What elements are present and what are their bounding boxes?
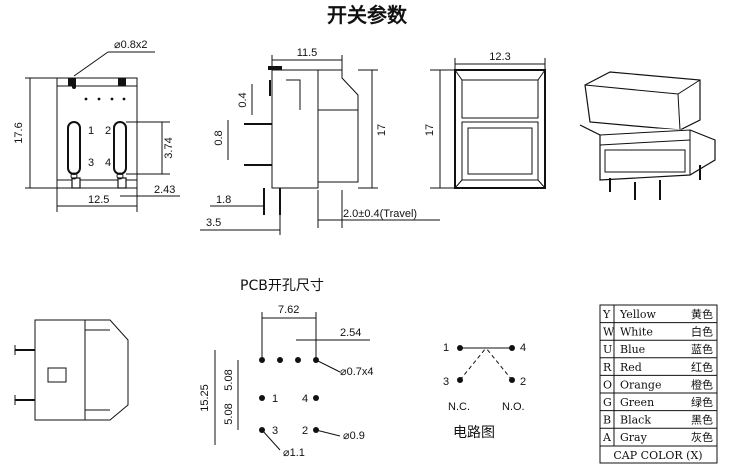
color-name-cn: 黑色: [691, 413, 713, 427]
color-name-cn: 红色: [691, 360, 713, 374]
pcb-h-total: 15.25: [199, 384, 211, 412]
side-width-dim: 11.5: [297, 47, 318, 59]
pin-3-label: 3: [88, 157, 94, 169]
cap-color-footer: CAP COLOR (X): [613, 449, 702, 462]
side-d1-dim: 0.4: [237, 92, 249, 107]
side-d4-dim: 3.5: [206, 217, 221, 229]
color-name-en: White: [620, 326, 653, 339]
color-name-en: Gray: [620, 431, 648, 444]
color-code: B: [603, 414, 611, 427]
pcb-h1: 5.08: [223, 369, 235, 390]
circuit-pin-2: 2: [520, 376, 526, 388]
width-dim: 12.5: [88, 194, 109, 206]
color-code: W: [603, 326, 615, 339]
side-height-dim: 17: [376, 124, 388, 136]
color-name-en: Orange: [620, 378, 661, 391]
pcb-hole4-dim: ⌀0.7x4: [340, 366, 374, 378]
height-dim: 17.6: [13, 122, 25, 143]
circuit-pin-1: 1: [443, 342, 449, 354]
pcb-view: 7.62 2.54 ⌀0.7x4 1 4 3 2 ⌀0.9 ⌀1.1 15.25…: [199, 304, 374, 459]
pin-1-label: 1: [88, 125, 94, 137]
cap-view: 12.3 17: [424, 51, 546, 189]
color-name-cn: 黄色: [691, 307, 713, 321]
cap-outer: [454, 69, 546, 189]
page-title: 开关参数: [327, 3, 408, 27]
circuit-diagram: 1 4 3 2 N.C. N.O. 电路图: [443, 342, 526, 441]
travel-dim: 2.0±0.4(Travel): [343, 208, 417, 220]
front-view: 1 2 3 4 ⌀0.8x2 17.6 3.74 12.5 2.43: [13, 39, 180, 212]
bottom-side-view: [14, 319, 129, 421]
iso-view: [579, 71, 716, 200]
cap-width-dim: 12.3: [489, 51, 510, 63]
side-view: 11.5 0.4 0.8 17 1.8 3.5 2.0±0.4(Travel): [200, 47, 440, 235]
color-name-cn: 白色: [691, 325, 713, 339]
color-code: A: [602, 431, 612, 444]
pcb-pin-1: 1: [272, 393, 278, 405]
circuit-no: N.O.: [502, 401, 525, 413]
circuit-nc: N.C.: [448, 401, 470, 413]
color-code: G: [603, 396, 612, 409]
color-name-cn: 灰色: [691, 430, 713, 444]
pcb-hole2-dim: ⌀0.9: [343, 430, 365, 442]
pitch-v-dim: 3.74: [163, 137, 175, 158]
pcb-pin-4: 4: [302, 393, 308, 405]
color-code: R: [603, 361, 612, 374]
offset-dim: 2.43: [154, 184, 175, 196]
side-body: [271, 69, 319, 189]
cap-height-dim: 17: [424, 124, 436, 136]
circuit-pin-4: 4: [520, 342, 526, 354]
color-name-en: Green: [620, 396, 654, 409]
slot-right: [113, 121, 127, 175]
pcb-hole1-dim: ⌀1.1: [283, 447, 305, 459]
hole-dim: ⌀0.8x2: [114, 39, 148, 51]
pin-4-label: 4: [105, 157, 111, 169]
front-body: [56, 77, 138, 189]
pcb-title: PCB开孔尺寸: [240, 278, 324, 294]
pin-2-label: 2: [105, 125, 111, 137]
color-name-en: Black: [620, 414, 651, 427]
circuit-title: 电路图: [453, 425, 495, 441]
slot-left: [67, 121, 81, 175]
pcb-d2-dim: 2.54: [340, 327, 361, 339]
color-name-en: Yellow: [619, 308, 656, 321]
color-code: Y: [602, 308, 611, 321]
color-name-cn: 绿色: [691, 395, 713, 409]
circuit-pin-3: 3: [443, 376, 449, 388]
color-code: O: [603, 378, 612, 391]
color-name-cn: 橙色: [691, 377, 713, 391]
color-name-en: Blue: [620, 343, 645, 356]
color-name-cn: 蓝色: [691, 342, 713, 356]
side-d3-dim: 1.8: [216, 194, 231, 206]
pcb-d1-dim: 7.62: [278, 304, 299, 316]
pcb-pin-2: 2: [302, 425, 308, 437]
color-code: U: [603, 343, 612, 356]
side-d2-dim: 0.8: [213, 130, 225, 145]
pcb-pin-3: 3: [272, 425, 278, 437]
color-name-en: Red: [620, 361, 642, 374]
pcb-h2: 5.08: [223, 403, 235, 424]
